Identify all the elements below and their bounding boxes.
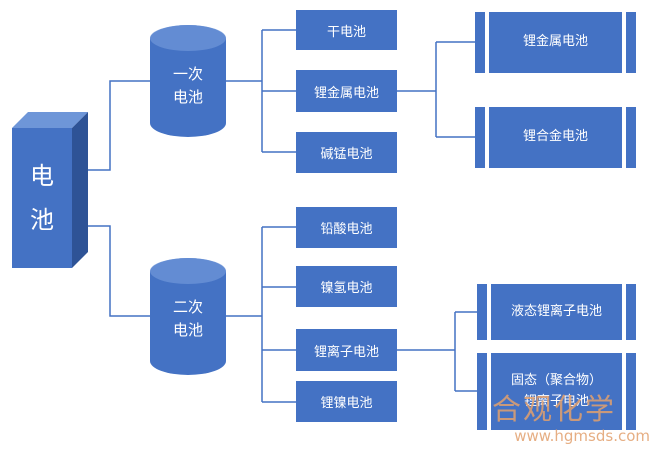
- primary-battery-label-line1: 一次: [172, 65, 203, 83]
- watermark-url: www.hgmsds.com: [514, 426, 650, 445]
- node-nimh-battery: 镍氢电池: [296, 266, 397, 307]
- primary-battery-label: 一次 电池: [173, 25, 203, 110]
- secondary-battery-label-line1: 二次: [172, 298, 203, 316]
- connector-lithium-metal-branches: [397, 41, 475, 138]
- node-secondary-battery: 二次 电池: [150, 258, 226, 375]
- battery-label: 电 池: [12, 128, 72, 268]
- lithium-alloy-battery-label: 锂合金电池: [522, 129, 588, 145]
- primary-battery-label-line2: 电池: [172, 88, 203, 107]
- battery-box-side-face: [72, 112, 88, 268]
- lithium-nickel-battery-label: 锂镍电池: [320, 396, 373, 411]
- secondary-battery-label: 二次 电池: [173, 258, 203, 343]
- node-solid-polymer-lithium-ion-battery: 固态（聚合物） 锂离子电池: [477, 353, 636, 430]
- lead-acid-battery-label: 铅酸电池: [320, 222, 373, 237]
- lithium-metal-battery-sub-label: 锂金属电池: [522, 34, 588, 50]
- connector-primary-branches: [226, 29, 296, 153]
- lithium-ion-battery-label: 锂离子电池: [313, 344, 379, 360]
- node-alkaline-manganese-battery: 碱锰电池: [296, 132, 397, 173]
- node-liquid-lithium-ion-battery: 液态锂离子电池: [477, 284, 636, 340]
- alkaline-manganese-battery-label: 碱锰电池: [320, 147, 373, 162]
- watermark-title: 合观化学: [491, 392, 616, 426]
- connector-lithium-ion-branches: [397, 311, 477, 392]
- node-lithium-nickel-battery: 锂镍电池: [296, 381, 397, 422]
- watermark: 合观化学 www.hgmsds.com: [478, 392, 650, 445]
- node-lithium-ion-battery: 锂离子电池: [296, 329, 397, 371]
- lithium-metal-battery-label: 锂金属电池: [313, 85, 379, 101]
- battery-box-front-face: [12, 128, 72, 268]
- node-lithium-alloy-battery: 锂合金电池: [475, 107, 636, 168]
- connector-secondary-branches: [226, 226, 296, 403]
- nimh-battery-label: 镍氢电池: [320, 281, 373, 296]
- node-lithium-metal-battery-sub: 锂金属电池: [475, 12, 636, 73]
- secondary-battery-label-line2: 电池: [172, 321, 203, 340]
- battery-label-char-2: 池: [30, 206, 54, 234]
- connector-root-to-primary: [88, 80, 150, 171]
- node-lithium-metal-battery: 锂金属电池: [296, 70, 397, 112]
- connector-root-to-secondary: [88, 225, 150, 317]
- node-lead-acid-battery: 铅酸电池: [296, 207, 397, 248]
- solid-polymer-label-line2: 锂离子电池: [523, 393, 589, 409]
- dry-battery-label: 干电池: [326, 24, 366, 40]
- solid-polymer-label-line1: 固态（聚合物）: [510, 372, 602, 388]
- node-dry-battery: 干电池: [296, 10, 397, 50]
- node-primary-battery: 一次 电池: [150, 25, 226, 137]
- battery-label-char-1: 电: [30, 162, 54, 190]
- liquid-lithium-ion-battery-label: 液态锂离子电池: [510, 303, 602, 319]
